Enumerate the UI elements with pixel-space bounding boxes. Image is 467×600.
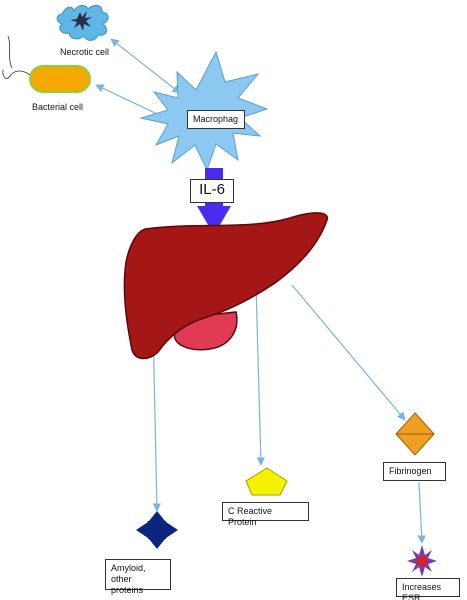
- arrow-liver-crp: [255, 284, 265, 466]
- necrotic-cell-icon: [56, 4, 109, 41]
- bacterial-cell-label: Bacterial cell: [32, 102, 84, 112]
- liver-icon: [123, 212, 329, 360]
- bacterial-cell-icon: [2, 35, 91, 93]
- arrow-macrophage-necrotic: [110, 38, 181, 94]
- fibrinogen-icon: [395, 412, 435, 456]
- esr-icon: [407, 545, 437, 577]
- crp-icon: [245, 467, 288, 496]
- il6-label: IL-6: [190, 179, 234, 203]
- fibrinogen-label: Fibrinogen: [383, 462, 446, 481]
- increases-esr-label: Increases ESR: [396, 578, 460, 600]
- amyloid-label: Amyloid, other proteins: [105, 559, 171, 595]
- amyloid-icon: [136, 511, 178, 549]
- necrotic-cell-label: Necrotic cell: [60, 47, 110, 57]
- arrow-fibrinogen-esr: [417, 481, 426, 544]
- macrophage-label: Macrophag: [187, 110, 245, 129]
- crp-label: C Reactive Protein: [222, 502, 309, 527]
- arrow-liver-fibrinogen: [291, 284, 406, 421]
